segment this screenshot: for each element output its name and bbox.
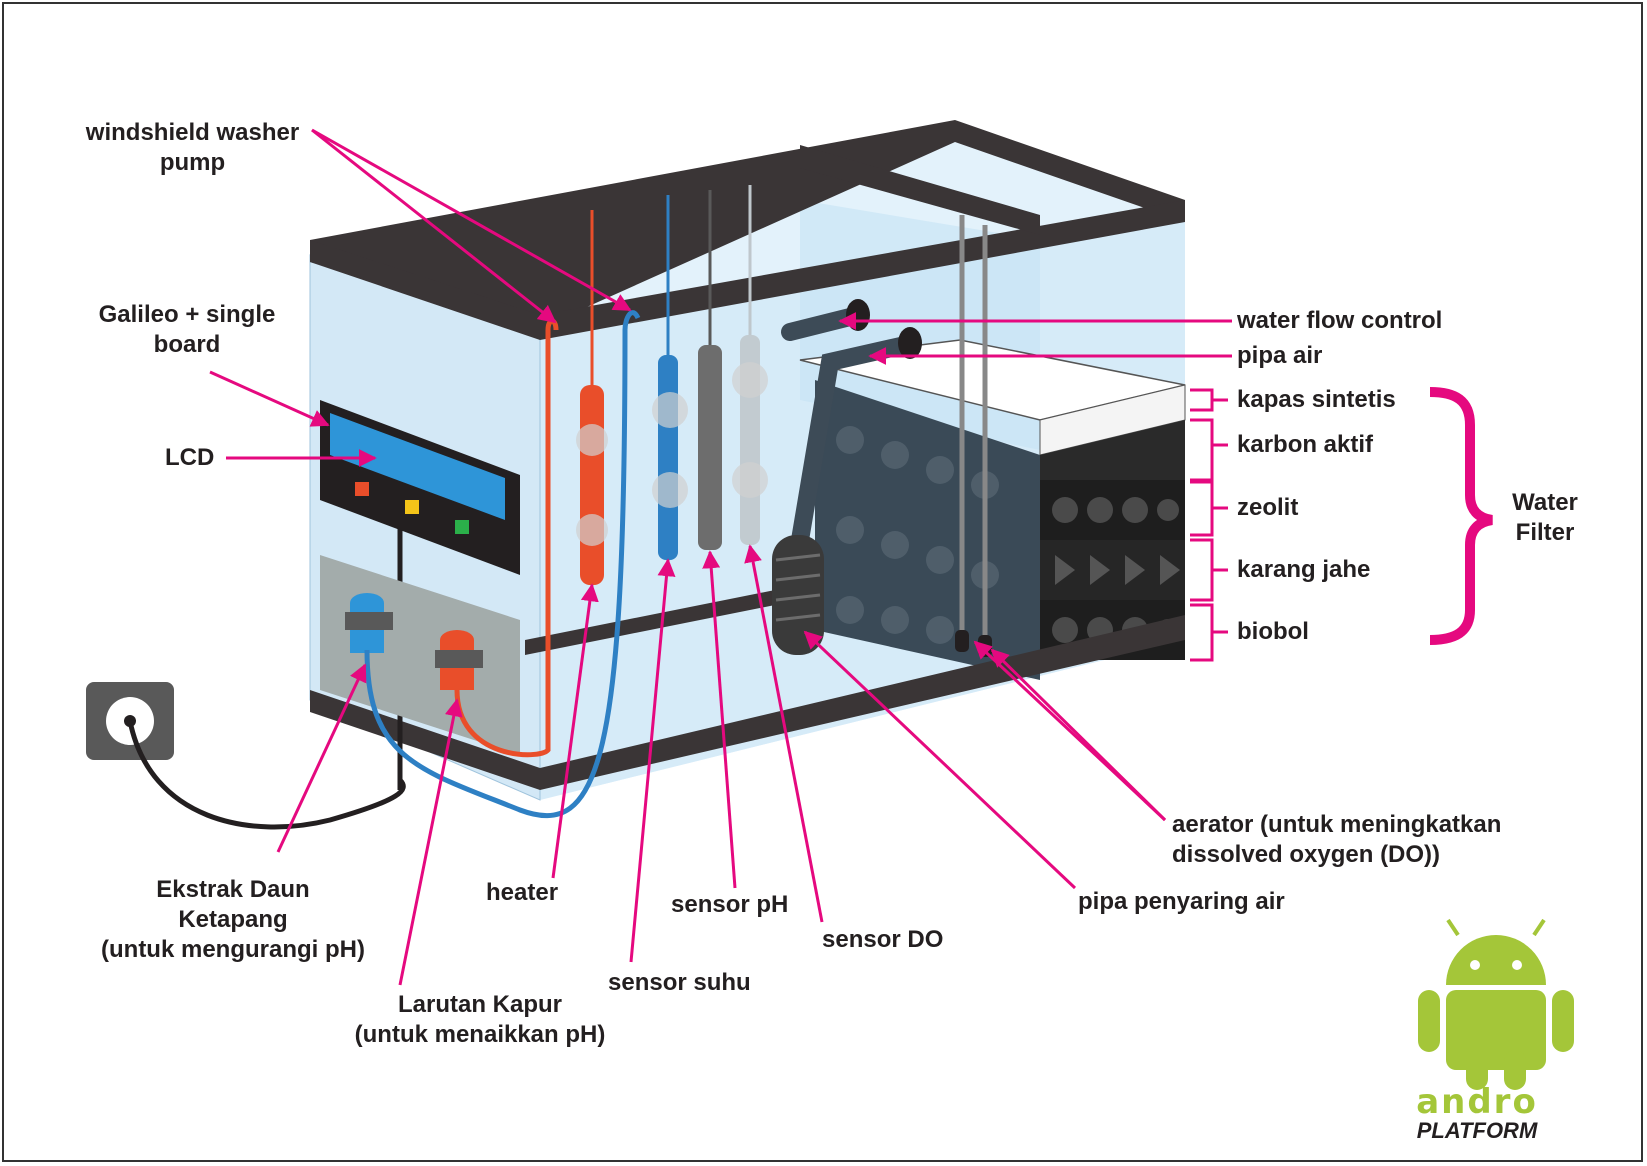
android-robot-icon [1418, 918, 1574, 1090]
label-pipa-air: pipa air [1237, 342, 1323, 369]
android-platform-text: PLATFORM [1416, 1118, 1538, 1143]
leader-lines [209, 128, 1232, 986]
label-sensor-ph: sensor pH [671, 891, 789, 918]
label-biobol: biobol [1237, 618, 1309, 645]
label-line: aerator (untuk meningkatkan [1172, 811, 1502, 838]
label-line: Galileo + single [98, 301, 276, 328]
label-karang-jahe: karang jahe [1237, 556, 1371, 583]
label-line: windshield washer [85, 119, 300, 146]
label-larutan: Larutan Kapur (untuk menaikkan pH) [335, 990, 625, 1050]
label-line: (untuk menaikkan pH) [354, 1021, 606, 1048]
label-zeolit: zeolit [1237, 494, 1299, 521]
label-line: Larutan Kapur [397, 991, 562, 1018]
label-aerator: aerator (untuk meningkatkan dissolved ox… [1172, 810, 1501, 870]
aquarium-frame [310, 120, 1185, 790]
label-sensor-do: sensor DO [822, 926, 944, 953]
heater [576, 210, 608, 585]
label-line: dissolved oxygen (DO)) [1172, 841, 1441, 868]
label-line: board [153, 331, 221, 358]
sensor-do [732, 185, 768, 545]
label-line: Water [1512, 489, 1578, 516]
aerator [955, 215, 992, 657]
android-logo-text: andro [1416, 1082, 1538, 1122]
water-filter-brace [1429, 387, 1493, 645]
label-line: (untuk mengurangi pH) [101, 936, 365, 963]
label-line: pump [159, 149, 226, 176]
label-kapas-sintetis: kapas sintetis [1237, 386, 1396, 413]
label-karbon-aktif: karbon aktif [1237, 431, 1374, 458]
sensor-ph [652, 190, 722, 550]
label-line: Ekstrak Daun [156, 876, 310, 903]
label-sensor-suhu: sensor suhu [608, 969, 751, 996]
label-windshield-pump: windshield washer pump [70, 118, 315, 178]
label-ekstrak: Ekstrak Daun Ketapang (untuk mengurangi … [78, 875, 388, 965]
label-lcd: LCD [165, 444, 215, 471]
label-line: Filter [1515, 519, 1575, 546]
label-water-filter: Water Filter [1495, 488, 1595, 548]
label-heater: heater [486, 879, 559, 906]
power-socket [86, 682, 406, 830]
label-galileo: Galileo + single board [82, 300, 292, 360]
label-pipa-penyaring: pipa penyaring air [1078, 888, 1285, 915]
dosing-panel [320, 555, 520, 755]
filter-brackets [1190, 388, 1228, 662]
label-line: Ketapang [178, 906, 288, 933]
label-water-flow-control: water flow control [1237, 307, 1443, 334]
